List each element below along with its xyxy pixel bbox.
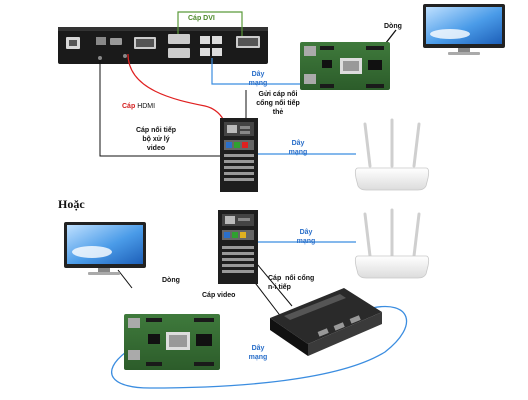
- hdmi-cable-label: Cáp HDMI: [122, 102, 155, 111]
- serial-processor-label: Cáp nối tiếp bộ xử lý video: [135, 127, 177, 152]
- dong-label-bottom: Dòng: [162, 277, 180, 284]
- router-2: [354, 208, 430, 279]
- or-label: Hoặc: [58, 197, 85, 211]
- hdmi-cable-label-suffix: HDMI: [137, 103, 156, 110]
- dong-label-top: Dòng: [384, 23, 402, 30]
- controller-box: [270, 288, 382, 356]
- dong-arrow-bottom: [117, 269, 133, 289]
- video-processor: [58, 27, 268, 64]
- port-cable-label: Cáp nối cổng n-i tiếp: [268, 275, 315, 291]
- send-card-cable-label: Gửi cáp nối cổng nối tiếp thẻ: [256, 91, 300, 116]
- hdmi-cable-label-prefix: Cáp: [122, 103, 136, 110]
- router-1: [354, 118, 430, 191]
- monitor-bottom: [64, 222, 146, 275]
- dvi-cable: [177, 11, 243, 36]
- network-label-2: Dây mạng: [288, 140, 308, 156]
- receiving-card-top: [300, 42, 390, 90]
- receiving-card-bottom: [124, 314, 220, 370]
- network-label-4: Dây mạng: [248, 345, 268, 361]
- network-cable-loop: [111, 305, 408, 389]
- network-label-1: Dây mạng: [248, 71, 268, 87]
- pc-tower-1: [220, 118, 258, 192]
- monitor-top: [423, 4, 505, 55]
- dvi-cable-label: Cáp DVI: [188, 15, 215, 22]
- network-cable-top: [211, 58, 300, 85]
- pc-tower-2: [218, 210, 258, 284]
- video-cable-label: Cáp video: [202, 292, 236, 299]
- serial-cable-processor: [99, 60, 220, 157]
- network-label-3: Dây mạng: [296, 229, 316, 245]
